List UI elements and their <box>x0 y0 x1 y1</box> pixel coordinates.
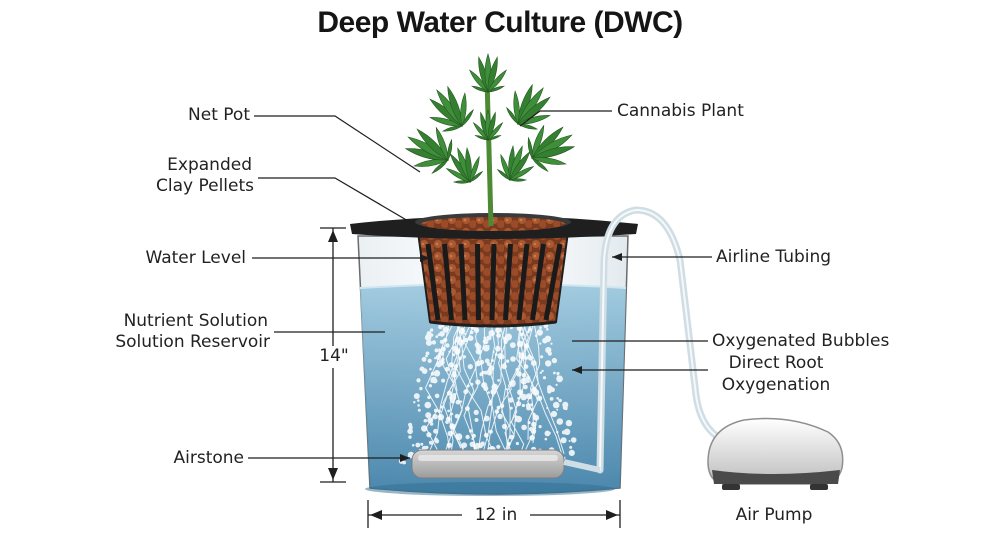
label-oxygenated-bubbles: Oxygenated Bubbles <box>712 331 890 351</box>
label-nutrient-1: Nutrient Solution <box>123 311 268 331</box>
label-cannabis-plant: Cannabis Plant <box>617 101 744 121</box>
label-nutrient-2: Solution Reservoir <box>115 332 270 352</box>
label-air-pump: Air Pump <box>735 505 813 525</box>
plant-stem <box>484 79 494 227</box>
label-direct-root-1: Direct Root <box>728 353 824 373</box>
label-direct-root-2: Oxygenation <box>721 375 831 395</box>
cannabis-leaf-icon <box>404 53 576 184</box>
label-water-level: Water Level <box>145 248 246 268</box>
reservoir-lid <box>350 213 638 239</box>
net-pot-icon <box>416 231 570 328</box>
airstone-icon <box>411 449 565 479</box>
diagram-title: Deep Water Culture (DWC) <box>317 6 683 39</box>
label-net-pot: Net Pot <box>188 105 250 125</box>
label-airstone: Airstone <box>173 448 245 468</box>
plant-roots <box>424 317 565 475</box>
width-dimension-label: 12 in <box>474 505 518 525</box>
label-clay-pellets-2: Clay Pellets <box>155 176 254 196</box>
air-pump-icon <box>707 417 844 490</box>
label-clay-pellets-1: Expanded <box>167 155 252 175</box>
height-dimension-label: 14" <box>319 346 349 366</box>
leader-lines <box>248 110 712 459</box>
label-airline-tubing: Airline Tubing <box>716 247 832 267</box>
